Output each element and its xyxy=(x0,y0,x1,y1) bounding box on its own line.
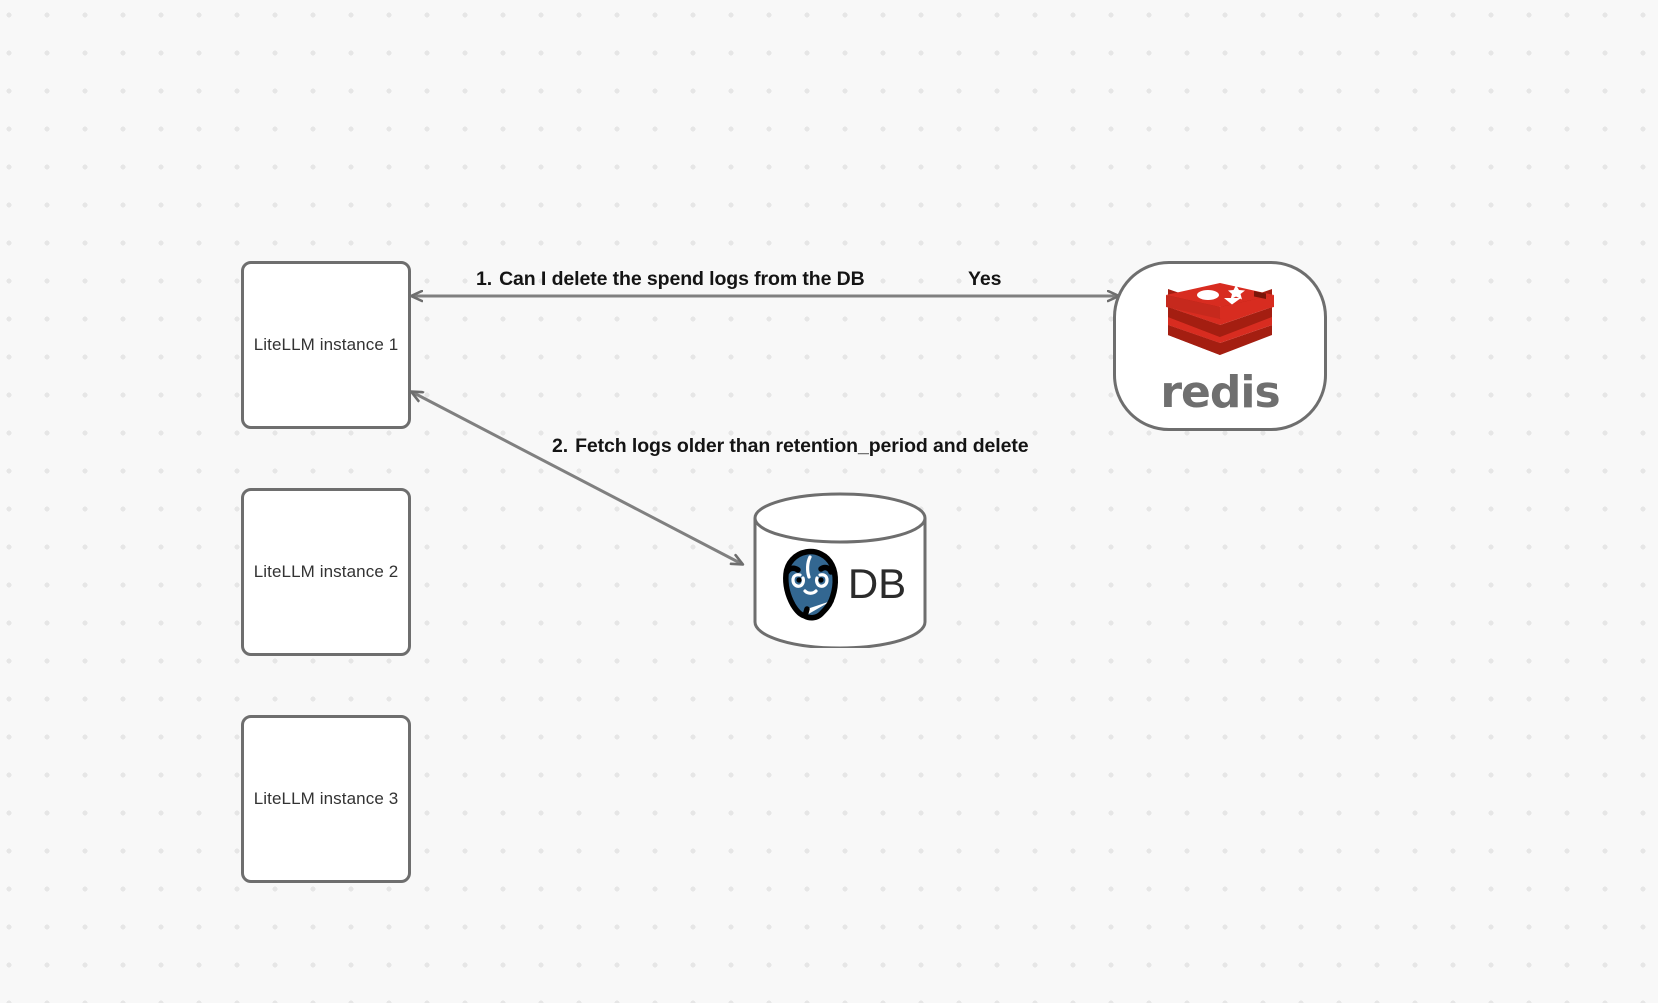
edge-label-1-reply: Yes xyxy=(968,268,1001,291)
node-label: LiteLLM instance 2 xyxy=(253,562,399,581)
edge-label-2: 2. Fetch logs older than retention_period… xyxy=(552,435,1029,458)
db-content: DB xyxy=(752,492,928,648)
edge-label-1-number: 1. xyxy=(476,268,493,290)
node-litellm-instance-2[interactable]: LiteLLM instance 2 xyxy=(241,488,411,656)
edge-label-1-reply-text: Yes xyxy=(968,268,1002,290)
node-label: LiteLLM instance 1 xyxy=(253,335,399,354)
cylinder-shape xyxy=(753,492,927,648)
db-label: DB xyxy=(847,560,907,607)
edge-litellm1-db xyxy=(412,392,742,564)
redis-stack-icon xyxy=(1166,283,1274,355)
edge-label-2-number: 2. xyxy=(552,435,569,457)
redis-logo-wrap: redis xyxy=(1160,281,1281,418)
postgresql-elephant-icon xyxy=(782,548,838,621)
node-redis[interactable]: redis xyxy=(1113,261,1327,431)
node-database[interactable]: DB xyxy=(752,492,928,648)
redis-wordmark: redis xyxy=(1160,367,1280,418)
edge-label-2-text: Fetch logs older than retention_period a… xyxy=(575,435,1029,457)
edge-label-1-text: Can I delete the spend logs from the DB xyxy=(499,268,865,290)
node-label: LiteLLM instance 3 xyxy=(253,789,399,808)
node-litellm-instance-3[interactable]: LiteLLM instance 3 xyxy=(241,715,411,883)
node-litellm-instance-1[interactable]: LiteLLM instance 1 xyxy=(241,261,411,429)
edge-label-1: 1. Can I delete the spend logs from the D… xyxy=(476,268,865,291)
